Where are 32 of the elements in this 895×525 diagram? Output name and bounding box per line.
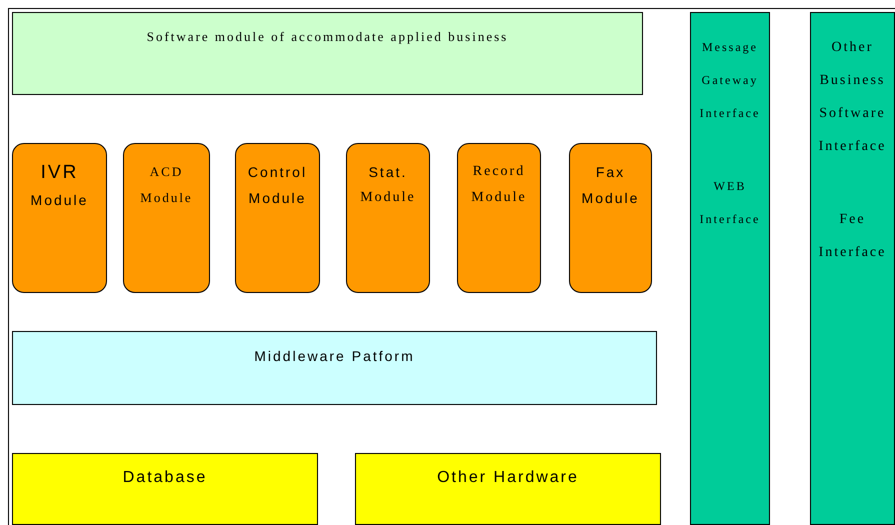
module-box: [235, 143, 320, 293]
box-title: Stat.: [368, 164, 408, 180]
interface-column: [810, 12, 895, 525]
module-box: [569, 143, 652, 293]
box-title: IVR: [40, 162, 78, 184]
box-subtitle: Fee Interface: [818, 211, 888, 262]
module-box: [457, 143, 541, 293]
database-box: [12, 453, 318, 525]
box-title: Message Gateway Interface: [699, 39, 761, 122]
box-subtitle: Module: [582, 190, 640, 206]
box-title: Record: [472, 164, 526, 180]
box-title: Fax: [596, 164, 626, 180]
box-title: Middleware Patform: [254, 348, 415, 364]
hardware-box: [355, 453, 661, 525]
middleware-layer-box: [12, 331, 657, 405]
box-subtitle: Module: [30, 192, 88, 208]
interface-column: [690, 12, 770, 525]
box-title: Other Business Software Interface: [818, 39, 888, 156]
module-box: [12, 143, 107, 293]
box-subtitle: WEB Interface: [699, 178, 761, 228]
box-subtitle: Module: [140, 190, 193, 206]
module-box: [346, 143, 430, 293]
box-title: Database: [122, 469, 208, 487]
box-subtitle: Module: [248, 190, 306, 206]
application-layer-box: [12, 12, 643, 95]
box-subtitle: Module: [360, 190, 416, 206]
box-title: Other Hardware: [437, 469, 579, 487]
module-box: [123, 143, 210, 293]
box-title: Control: [248, 164, 308, 180]
box-title: ACD: [150, 164, 184, 180]
box-subtitle: Module: [471, 190, 527, 206]
box-title: Software module of accommodate applied business: [146, 29, 508, 45]
